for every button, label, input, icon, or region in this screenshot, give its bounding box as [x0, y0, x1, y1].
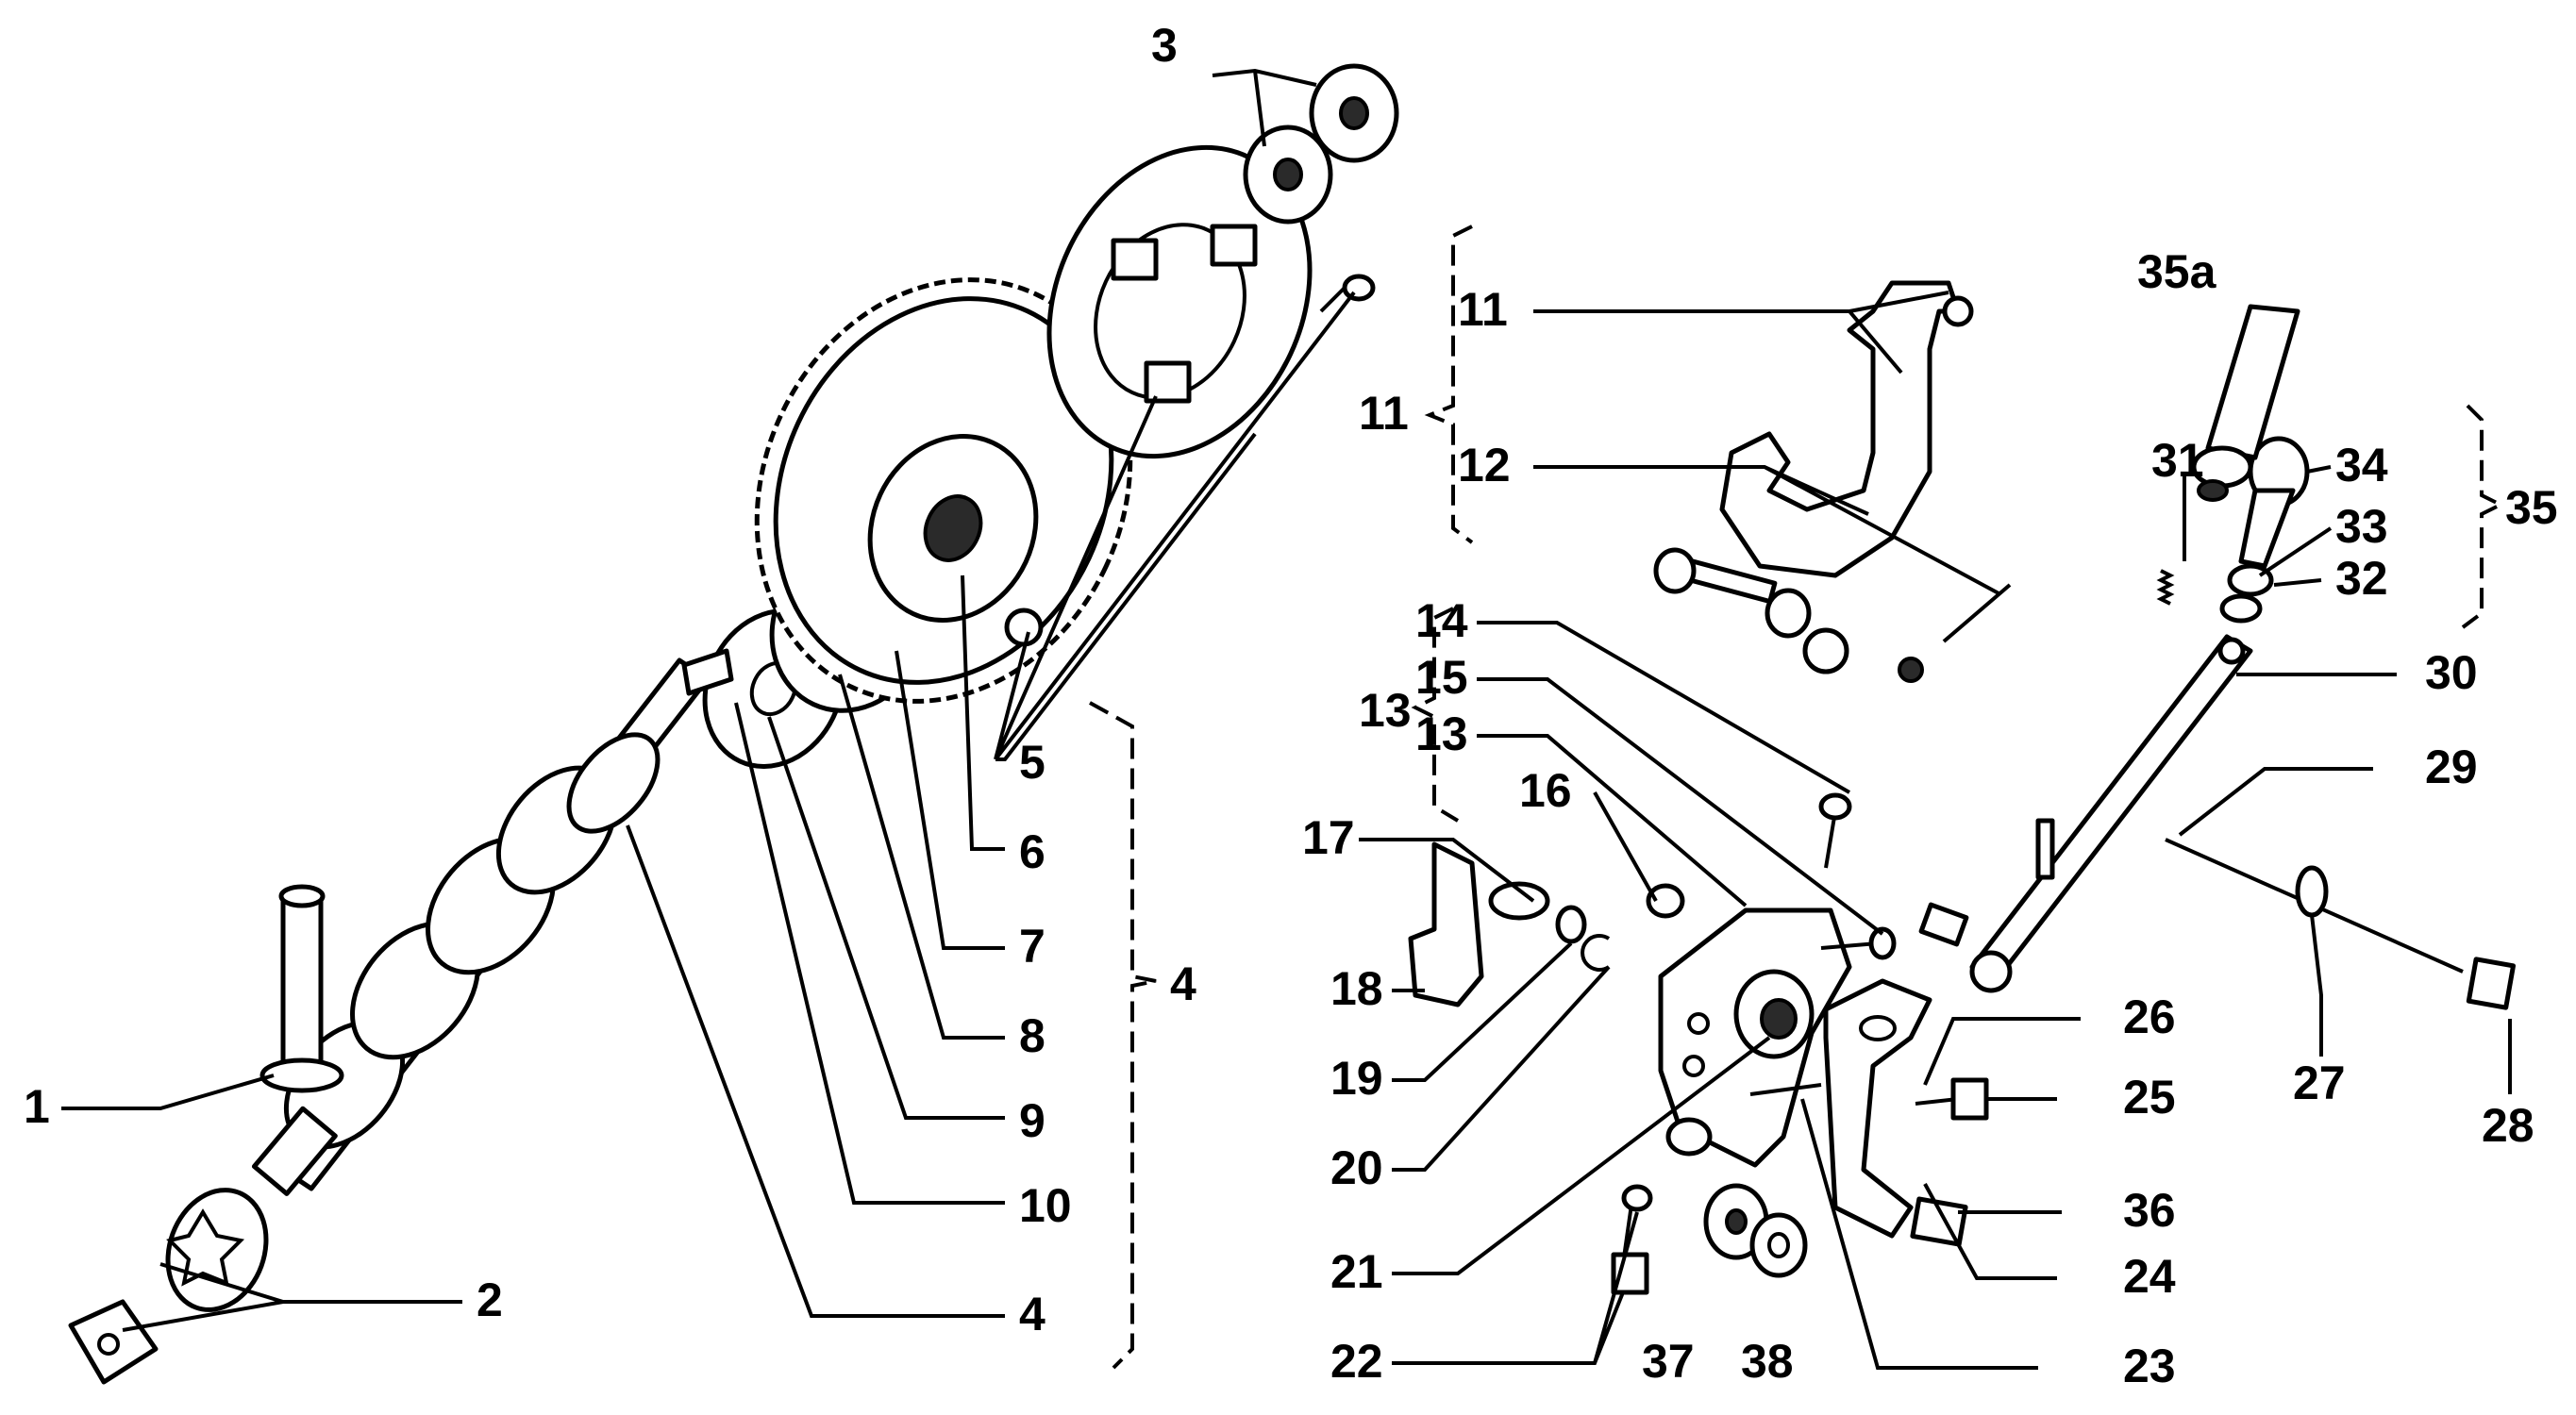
callout-5: 5	[1019, 736, 1045, 789]
callout-36: 36	[2123, 1184, 2176, 1237]
callout-35a: 35a	[2137, 245, 2217, 298]
timing-gear	[754, 277, 1133, 704]
governor-plate	[1658, 907, 1852, 1168]
camshaft-assembly	[68, 63, 1399, 1385]
callout-31: 31	[2151, 434, 2204, 487]
governor-linkage-assembly	[1408, 280, 2517, 1295]
drive-coupling	[68, 1188, 269, 1385]
leader-lines	[61, 68, 2512, 1370]
callout-2: 2	[477, 1274, 503, 1326]
callout-26: 26	[2123, 990, 2176, 1043]
callout-19: 19	[1330, 1052, 1383, 1105]
callout-1: 1	[24, 1080, 50, 1133]
callout-38: 38	[1741, 1335, 1794, 1388]
callout-27: 27	[2293, 1057, 2346, 1109]
callout-4a: 4	[1019, 1288, 1045, 1340]
callout-6: 6	[1019, 825, 1045, 878]
callout-23: 23	[2123, 1340, 2176, 1392]
callout-3: 3	[1151, 19, 1178, 72]
link-rod	[2191, 304, 2300, 502]
callout-22: 22	[1330, 1335, 1383, 1388]
callout-17: 17	[1302, 811, 1355, 864]
camshaft	[251, 658, 711, 1196]
callout-37: 37	[1642, 1335, 1695, 1388]
plate-screw	[1319, 274, 1376, 313]
callout-labels: 1 2 3 5 6 7 8 9 10 4 4 11 11 12 13 14 15…	[24, 19, 2558, 1392]
ball-joint	[2219, 436, 2310, 624]
callout-21: 21	[1330, 1245, 1383, 1298]
callout-13b: 13	[1415, 708, 1468, 760]
governor-bracket	[1653, 280, 2012, 683]
callout-10: 10	[1019, 1179, 1072, 1232]
callout-9: 9	[1019, 1094, 1045, 1147]
callout-32: 32	[2335, 552, 2388, 605]
spring-bracket	[1408, 841, 1550, 1007]
callout-13a: 13	[1359, 684, 1412, 737]
spring	[2156, 569, 2175, 606]
control-lever	[1823, 978, 1932, 1239]
callout-4b: 4	[1170, 957, 1196, 1010]
callout-18: 18	[1330, 962, 1383, 1015]
callout-33: 33	[2335, 500, 2388, 553]
governor-arm	[1918, 634, 2253, 993]
callout-14: 14	[1415, 594, 1468, 647]
callout-11a: 11	[1458, 283, 1508, 336]
shim-washers	[1243, 63, 1399, 225]
callout-25: 25	[2123, 1071, 2176, 1124]
callout-34: 34	[2335, 439, 2388, 491]
tappet	[259, 884, 344, 1093]
callout-7: 7	[1019, 920, 1045, 973]
callout-30: 30	[2425, 646, 2478, 699]
adjusting-rod	[2165, 838, 2517, 1010]
callout-20: 20	[1330, 1141, 1383, 1194]
callout-15: 15	[1415, 651, 1468, 704]
callout-28: 28	[2482, 1099, 2534, 1152]
callout-8: 8	[1019, 1009, 1045, 1062]
callout-11b: 11	[1359, 387, 1409, 440]
callout-29: 29	[2425, 741, 2478, 793]
callout-24: 24	[2123, 1250, 2176, 1303]
callout-16: 16	[1519, 764, 1572, 817]
hardware-parts	[1555, 792, 1989, 1295]
group-brackets	[1089, 225, 2505, 1370]
callout-12: 12	[1458, 439, 1511, 491]
callout-35: 35	[2505, 481, 2558, 534]
